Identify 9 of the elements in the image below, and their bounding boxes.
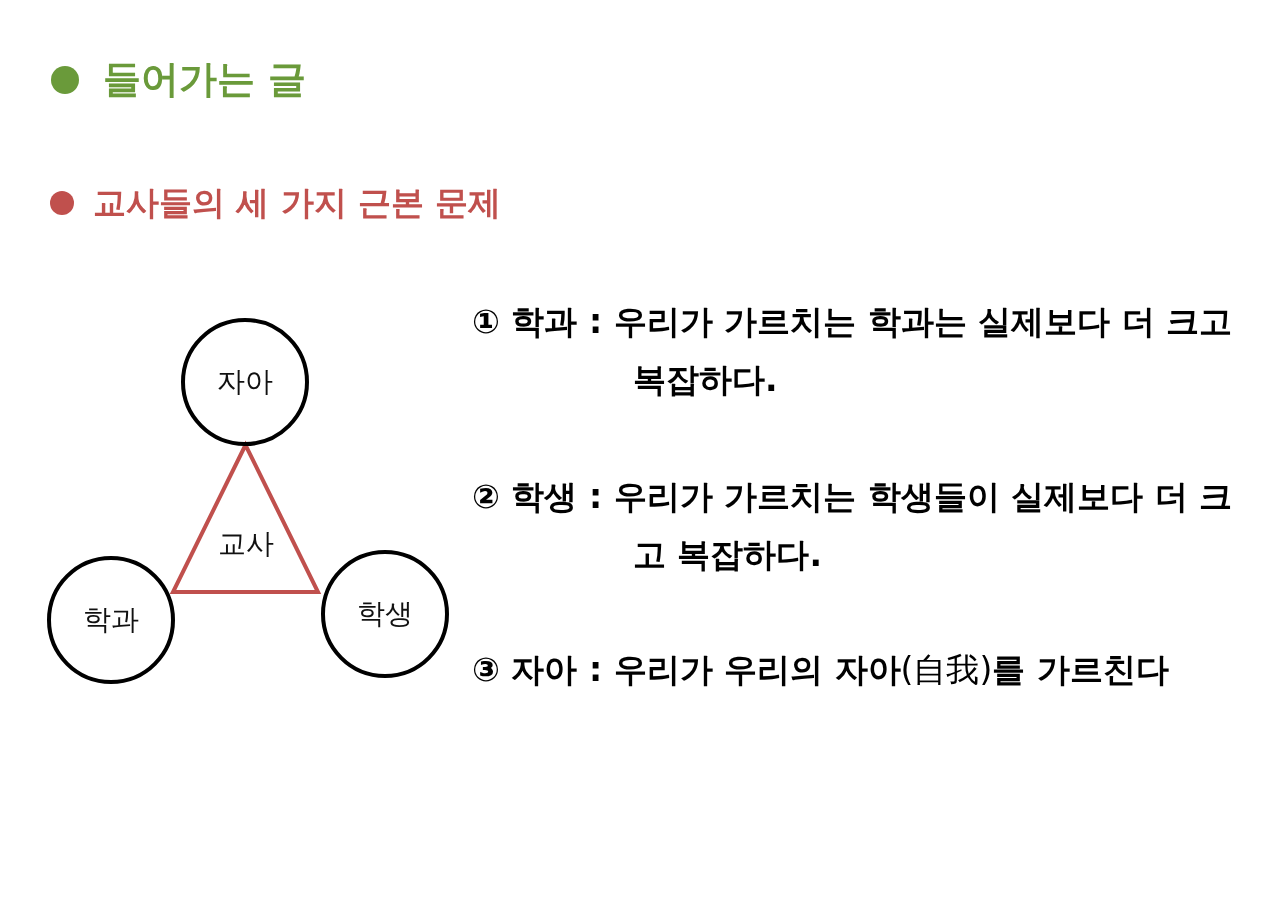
list-item: ② 학생 : 우리가 가르치는 학생들이 실제보다 더 크고 복잡하다. bbox=[472, 476, 1234, 576]
triangle-node: 교사 bbox=[168, 438, 323, 596]
list-item: ① 학과 : 우리가 가르치는 학과는 실제보다 더 크고 복잡하다. bbox=[472, 301, 1234, 401]
circle-node: 학과 bbox=[47, 556, 175, 684]
list-item: ③ 자아 : 우리가 우리의 자아(自我)를 가르친다 bbox=[472, 649, 1170, 691]
subtitle: 교사들의 세 가지 근본 문제 bbox=[93, 183, 502, 223]
circle-node: 학생 bbox=[321, 550, 449, 678]
title: 들어가는 글 bbox=[103, 56, 307, 103]
circle-node: 자아 bbox=[181, 318, 309, 446]
